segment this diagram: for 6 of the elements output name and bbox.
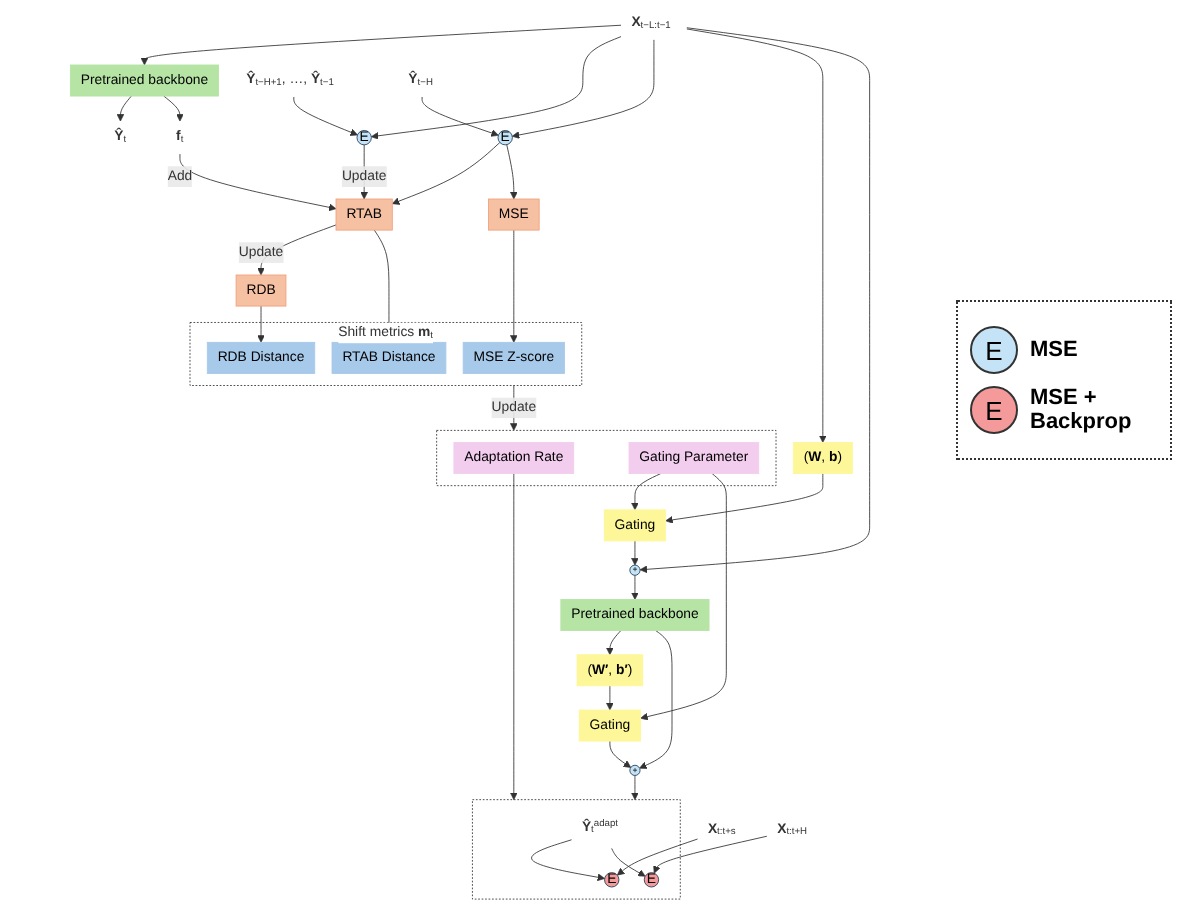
cluster: [436, 429, 777, 487]
legend-text: MSE + Backprop: [1030, 386, 1134, 434]
legend-swatch: E: [970, 326, 1018, 374]
cluster: [472, 799, 681, 900]
legend-text: MSE: [1030, 338, 1078, 362]
legend-swatch: E: [970, 386, 1018, 434]
